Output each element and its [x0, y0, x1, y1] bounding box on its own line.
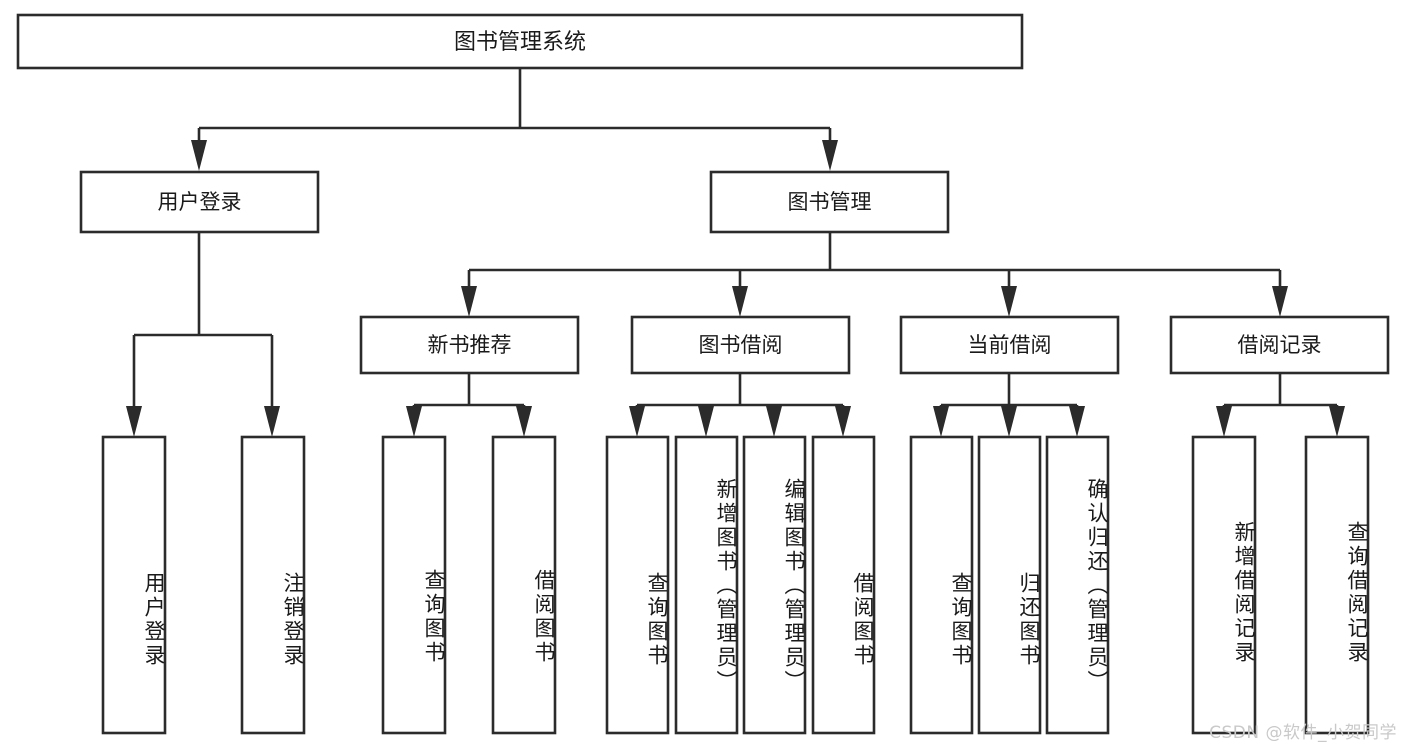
leaf-box-cb-query-book[interactable] [909, 435, 974, 735]
arrow-cb-leaf-2 [1001, 406, 1017, 437]
leaf-box-bb-query-book[interactable] [605, 435, 670, 735]
leaf-box-bb-edit-book[interactable] [742, 435, 807, 735]
arrow-to-book-borrow [732, 286, 748, 317]
arrow-bb-leaf-3 [766, 406, 782, 437]
leaf-box-br-query-record[interactable] [1304, 435, 1370, 735]
arrow-to-new-book-recommend [461, 286, 477, 317]
arrow-bb-leaf-2 [698, 406, 714, 437]
node-root[interactable]: 图书管理系统 [16, 13, 1024, 70]
leaf-box-cb-return-book[interactable] [977, 435, 1042, 735]
arrow-cb-leaf-3 [1069, 406, 1085, 437]
node-book-borrow[interactable]: 图书借阅 [630, 315, 851, 375]
leaf-box-user-login[interactable] [101, 435, 167, 735]
watermark-text: CSDN @软件_小贺同学 [1209, 723, 1397, 743]
leaf-box-cb-confirm-return[interactable] [1045, 435, 1110, 735]
root-label: 图书管理系统 [454, 30, 586, 55]
borrow-record-box[interactable] [1169, 315, 1390, 375]
book-manage-box[interactable] [709, 170, 950, 234]
arrow-nbr-leaf-1 [406, 406, 422, 437]
user-login-label: 用户登录 [158, 190, 242, 214]
arrow-bb-leaf-4 [835, 406, 851, 437]
new-book-recommend-box[interactable] [359, 315, 580, 375]
borrow-record-label: 借阅记录 [1238, 333, 1322, 357]
leaf-box-nbr-borrow-book[interactable] [491, 435, 557, 735]
book-borrow-label: 图书借阅 [699, 333, 783, 357]
book-manage-label: 图书管理 [788, 190, 872, 214]
arrow-nbr-leaf-2 [516, 406, 532, 437]
arrow-bb-leaf-1 [629, 406, 645, 437]
book-borrow-box[interactable] [630, 315, 851, 375]
current-borrow-box[interactable] [899, 315, 1120, 375]
arrow-to-borrow-record [1272, 286, 1288, 317]
leaf-box-br-add-record[interactable] [1191, 435, 1257, 735]
arrow-br-leaf-1 [1216, 406, 1232, 437]
leaf-box-logout[interactable] [240, 435, 306, 735]
node-book-manage[interactable]: 图书管理 [709, 170, 950, 234]
leaf-box-bb-borrow-book[interactable] [811, 435, 876, 735]
root-box[interactable] [16, 13, 1024, 70]
leaf-box-nbr-query-book[interactable] [381, 435, 447, 735]
arrow-cb-leaf-1 [933, 406, 949, 437]
arrow-to-leaf-user-login [126, 406, 142, 437]
current-borrow-label: 当前借阅 [968, 333, 1052, 357]
arrow-root-to-book-manage [822, 140, 838, 171]
new-book-recommend-label: 新书推荐 [428, 333, 512, 357]
node-user-login[interactable]: 用户登录 [79, 170, 320, 234]
node-current-borrow[interactable]: 当前借阅 [899, 315, 1120, 375]
arrow-to-current-borrow [1001, 286, 1017, 317]
node-borrow-record[interactable]: 借阅记录 [1169, 315, 1390, 375]
arrow-to-leaf-logout [264, 406, 280, 437]
arrow-br-leaf-2 [1329, 406, 1345, 437]
leaf-box-bb-add-book[interactable] [674, 435, 739, 735]
arrow-root-to-user-login [191, 140, 207, 171]
node-new-book-recommend[interactable]: 新书推荐 [359, 315, 580, 375]
